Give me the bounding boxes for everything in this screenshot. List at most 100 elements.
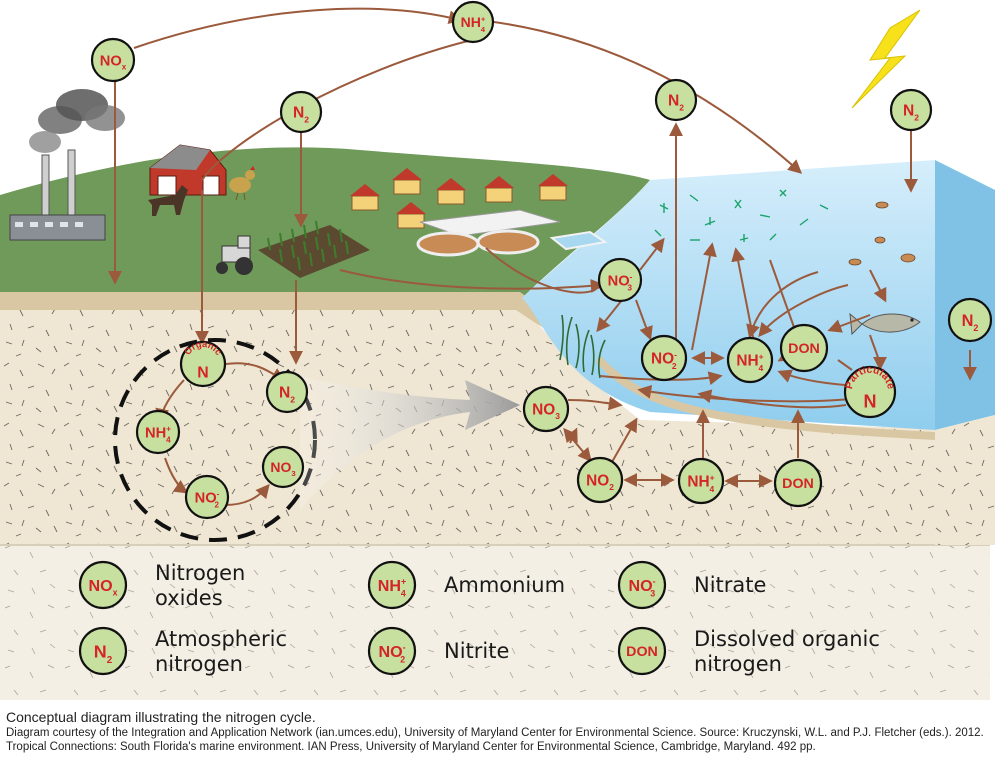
legend-symbol: DON: [617, 626, 667, 676]
caption: Conceptual diagram illustrating the nitr…: [6, 709, 996, 754]
legend-symbol-label: DON: [626, 644, 658, 660]
node-n2-water-label: N2: [668, 93, 684, 113]
nitrogen-cycle-diagram: NOxNH+4N2N2N2NO-3NO-2NH+4DONParticulateN…: [0, 0, 995, 700]
legend-symbol-circle: [78, 626, 128, 676]
legend-symbol-circle: [367, 560, 417, 610]
node-no2-sed-circle: [576, 456, 624, 504]
node-n2-water: N2: [654, 78, 698, 122]
soil-cycle: [113, 338, 520, 542]
node-nh4-soil-label: NH+4: [145, 425, 171, 445]
water-body: [522, 160, 935, 430]
node-no2-sed-label: NO2: [586, 473, 614, 493]
node-don-water-label: DON: [788, 341, 820, 357]
node-don-water-circle: [779, 323, 829, 373]
legend-label-line2: oxides: [155, 586, 223, 610]
node-n2-soil-label: N2: [279, 385, 295, 405]
transfer-arrow: [300, 376, 520, 510]
node-n2-side-label: N2: [962, 312, 979, 333]
legend-symbol: NOx: [78, 560, 128, 610]
seagrass: [559, 314, 606, 379]
legend-item: NO-3 Nitrate: [617, 560, 766, 610]
node-nh4-air: NH+4: [451, 0, 495, 44]
node-no3-soil: NO3: [261, 445, 305, 489]
plankton: [654, 189, 829, 242]
node-no3-soil-circle: [261, 445, 305, 489]
node-particulate-n-circle: [843, 365, 897, 419]
legend-symbol-circle: [78, 560, 128, 610]
legend-slab: [0, 545, 990, 700]
node-nh4-soil: NH+4: [135, 409, 181, 455]
node-no3-water: NO-3: [597, 257, 643, 303]
node-nox-air-label: NOx: [100, 53, 127, 71]
node-no2-sed: NO2: [576, 456, 624, 504]
node-nh4-sed-label: NH+4: [687, 473, 714, 494]
node-particulate-n-label: N: [864, 391, 877, 411]
legend-label-line1: Ammonium: [444, 573, 565, 597]
node-organic-n-circle: [179, 340, 227, 388]
water-side: [935, 160, 995, 430]
legend-label-line1: Nitrite: [444, 639, 509, 663]
node-no3-soil-label: NO3: [270, 459, 295, 478]
legend-symbol-circle: [617, 626, 667, 676]
node-nh4-sed: NH+4: [677, 457, 725, 505]
legend-symbol-circle: [617, 560, 667, 610]
legend-item: NO-2 Nitrite: [367, 626, 509, 676]
node-organic-n-label: N: [197, 364, 208, 381]
node-nox-air: NOx: [90, 37, 136, 83]
node-n2-side: N2: [947, 297, 993, 343]
node-nh4-water-circle: [726, 336, 774, 384]
node-no2-water-circle: [640, 334, 688, 382]
node-no2-soil-label: NO-2: [195, 490, 220, 510]
node-nh4-air-label: NH+4: [461, 14, 486, 34]
legend-symbol: NO-3: [617, 560, 667, 610]
node-n2-water-circle: [654, 78, 698, 122]
legend-symbol-label: NH+4: [378, 577, 406, 599]
node-n2-soil-circle: [265, 370, 309, 414]
barn: [149, 144, 227, 196]
legend-label-line1: Nitrate: [694, 573, 766, 597]
node-n2-side-circle: [947, 297, 993, 343]
node-no2-water-label: NO-2: [651, 350, 677, 371]
node-n2-land: N2: [279, 90, 323, 134]
node-nh4-sed-circle: [677, 457, 725, 505]
caption-title: Conceptual diagram illustrating the nitr…: [6, 709, 316, 725]
node-n2-lightning-circle: [889, 88, 933, 132]
node-don-water: DON: [779, 323, 829, 373]
legend-symbol-label: NO-2: [378, 643, 405, 665]
fish: [849, 312, 921, 336]
legend-label-line2: nitrogen: [155, 652, 243, 676]
node-nh4-water: NH+4: [726, 336, 774, 384]
node-no3-sed-label: NO3: [532, 402, 560, 422]
node-no3-sed: NO3: [522, 385, 570, 433]
legend-symbol: NO-2: [367, 626, 417, 676]
power-plant: [9, 89, 125, 241]
wastewater-treatment-plant: [416, 209, 608, 257]
legend-symbol-label: NO-3: [628, 577, 655, 599]
legend-item: NH+4 Ammonium: [367, 560, 565, 610]
node-don-sed-label: DON: [782, 476, 814, 492]
node-nh4-air-circle: [451, 0, 495, 44]
lightning-bolt: [851, 9, 921, 109]
houses: [350, 168, 568, 229]
node-no3-water-circle: [597, 257, 643, 303]
node-n2-land-label: N2: [293, 105, 309, 125]
legend-label-line1: Atmospheric: [155, 627, 287, 651]
horse: [148, 185, 188, 216]
legend-label-line1: Nitrogen: [155, 561, 245, 585]
chicken: [229, 166, 255, 201]
node-nox-air-circle: [90, 37, 136, 83]
legend-symbol: N2: [78, 626, 128, 676]
node-nh4-soil-circle: [135, 409, 181, 455]
legend-symbol-label: NOx: [88, 577, 117, 598]
node-no2-soil: NO-2: [184, 474, 230, 520]
node-organic-n-arc-label: Organic: [182, 339, 224, 357]
legend-label-line1: Dissolved organic: [694, 627, 880, 651]
node-no3-sed-circle: [522, 385, 570, 433]
node-no3-water-label: NO-3: [608, 273, 633, 293]
